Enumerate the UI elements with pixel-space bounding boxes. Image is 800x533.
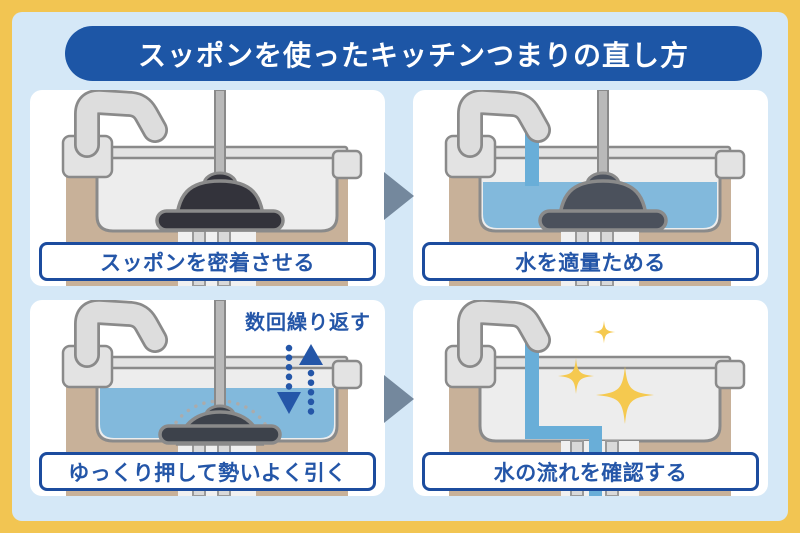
- plunger-icon: [538, 90, 668, 232]
- faucet-icon: [457, 300, 551, 368]
- page-title: スッポンを使ったキッチンつまりの直し方: [137, 39, 689, 71]
- infographic-canvas: スッポンを使ったキッチンつまりの直し方: [12, 12, 788, 521]
- sparkle-icon: [558, 320, 654, 424]
- step-caption-1: スッポンを密着させる: [39, 242, 376, 281]
- title-bar: スッポンを使ったキッチンつまりの直し方: [65, 26, 762, 81]
- faucet-icon: [457, 90, 551, 158]
- counter-right: [714, 149, 746, 180]
- step-caption-1-label: スッポンを密着させる: [100, 251, 315, 275]
- counter-right: [331, 149, 363, 180]
- step-panel-4: 水の流れを確認する: [413, 300, 768, 496]
- plunger-handle: [214, 90, 226, 186]
- counter-right: [331, 359, 363, 390]
- plunger-compressed-icon: [158, 300, 282, 446]
- counter-right: [714, 359, 746, 390]
- sink-basin: [480, 366, 720, 441]
- sink-rim: [468, 355, 732, 370]
- faucet-icon: [74, 300, 168, 368]
- step-panel-1: スッポンを密着させる: [30, 90, 385, 286]
- step-caption-4: 水の流れを確認する: [422, 452, 759, 491]
- arrow-right-icon: [384, 172, 414, 220]
- water-stream: [525, 336, 539, 433]
- step-caption-2-label: 水を適量ためる: [515, 251, 666, 275]
- repeat-down-arrow-icon: [277, 344, 301, 414]
- step-caption-2: 水を適量ためる: [422, 242, 759, 281]
- plunger-handle: [214, 300, 226, 417]
- repeat-annotation: 数回繰り返す: [245, 312, 371, 334]
- plunger-handle: [597, 90, 609, 186]
- step-caption-4-label: 水の流れを確認する: [493, 461, 688, 485]
- water-flow-path: [525, 336, 602, 448]
- step-caption-3: ゆっくり押して勢いよく引く: [39, 452, 376, 491]
- repeat-up-arrow-icon: [299, 344, 323, 421]
- plunger-icon: [155, 90, 285, 232]
- step-panel-2: 水を適量ためる: [413, 90, 768, 286]
- step-panel-3: 数回繰り返す ゆっくり押して勢いよく引く: [30, 300, 385, 496]
- arrow-right-icon: [384, 375, 414, 423]
- faucet-icon: [74, 90, 168, 158]
- step-caption-3-label: ゆっくり押して勢いよく引く: [68, 461, 347, 485]
